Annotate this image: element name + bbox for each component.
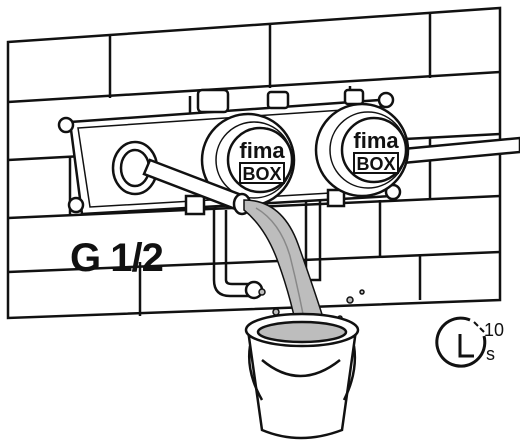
svg-text:fima: fima	[353, 128, 399, 153]
timer-icon	[435, 316, 487, 368]
timer-unit: s	[486, 344, 495, 364]
screw-hole	[377, 91, 395, 109]
svg-text:BOX: BOX	[356, 154, 395, 174]
svg-text:BOX: BOX	[242, 164, 281, 184]
thread-size-label: G 1/2	[70, 236, 164, 280]
brand-logo: fima BOX	[353, 128, 399, 174]
timer-value: 10	[484, 320, 505, 340]
screw-hole	[67, 196, 85, 214]
svg-text:fima: fima	[239, 138, 285, 163]
screw-hole	[57, 116, 75, 134]
bucket	[244, 312, 360, 440]
brand-logo: fima BOX	[239, 138, 285, 184]
loop-pipe	[212, 200, 322, 300]
